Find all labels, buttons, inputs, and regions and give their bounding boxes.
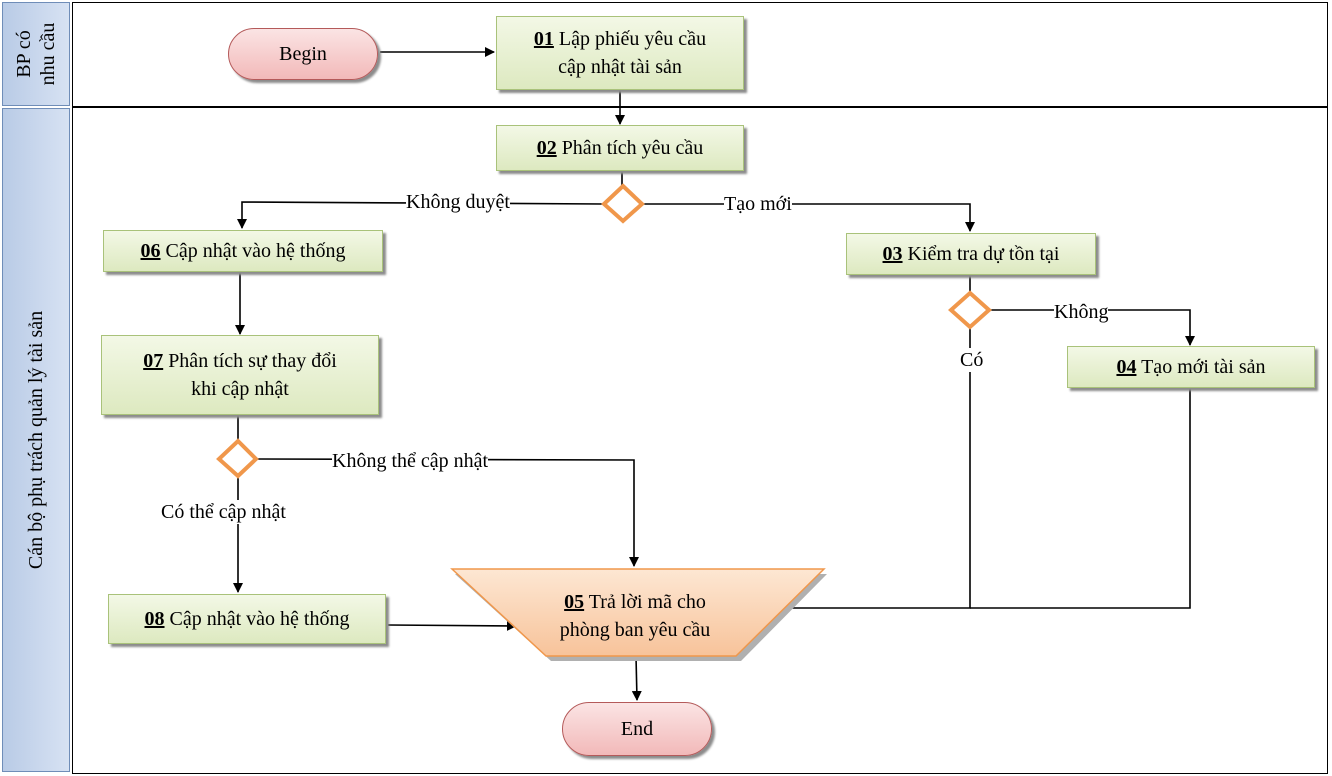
step-04-number: 04 <box>1116 356 1137 378</box>
lane-requesting-dept <box>72 2 1328 108</box>
end-label: End <box>620 717 654 740</box>
step-08-box: 08 Cập nhật vào hệ thống <box>108 594 386 644</box>
step-02-number: 02 <box>536 137 557 159</box>
step-05-text: 05 Trả lời mã cho phòng ban yêu cầu <box>520 588 750 644</box>
step-07-box: 07 Phân tích sự thay đổi khi cập nhật <box>101 335 379 415</box>
decision-diamond-1 <box>601 183 645 224</box>
edge-label-khong-the-cap-nhat: Không thể cập nhật <box>332 449 489 473</box>
edge-05-to-end <box>631 655 642 701</box>
lane-header-asset-manager: Cán bộ phụ trách quản lý tài sản <box>2 108 70 772</box>
step-01-box: 01 Lập phiếu yêu cầu cập nhật tài sản <box>496 16 744 90</box>
step-04-label: Tạo mới tài sản <box>1141 356 1266 378</box>
step-07-line2: khi cập nhật <box>191 378 289 400</box>
step-02-box: 02 Phân tích yêu cầu <box>496 125 744 171</box>
edge-label-khong: Không <box>1054 300 1109 324</box>
step-06-number: 06 <box>140 240 161 262</box>
begin-terminator: Begin <box>228 28 378 80</box>
step-05-number: 05 <box>564 591 585 613</box>
step-06-box: 06 Cập nhật vào hệ thống <box>103 230 383 272</box>
step-03-number: 03 <box>882 243 903 265</box>
edge-tao-moi <box>643 203 975 232</box>
step-01-line1: Lập phiếu yêu cầu <box>558 28 707 50</box>
step-05-shape-fill <box>450 568 826 657</box>
edge-label-tao-moi: Tạo mới <box>724 192 792 216</box>
lane-asset-manager <box>72 106 1328 774</box>
edge-08-to-05 <box>387 620 517 631</box>
step-01-line2: cập nhật tài sản <box>558 56 682 78</box>
begin-label: Begin <box>279 42 327 65</box>
step-08-number: 08 <box>144 608 165 630</box>
step-03-box: 03 Kiểm tra dự tồn tại <box>846 233 1096 275</box>
edge-label-co: Có <box>960 348 984 372</box>
step-07-number: 07 <box>143 350 164 372</box>
edge-co <box>777 328 971 613</box>
decision-diamond-2 <box>216 438 259 479</box>
step-03-label: Kiểm tra dự tồn tại <box>907 243 1060 265</box>
step-07-line1: Phân tích sự thay đổi <box>168 350 337 372</box>
edge-04-to-05 <box>970 388 1191 609</box>
edge-khong-the-cap-nhat <box>256 458 639 567</box>
edge-label-co-the-cap-nhat: Có thể cập nhật <box>161 500 286 524</box>
step-05-line1: Trả lời mã cho <box>588 591 706 613</box>
step-01-number: 01 <box>533 28 554 50</box>
step-02-label: Phân tích yêu cầu <box>561 137 704 159</box>
end-terminator: End <box>562 702 712 756</box>
step-06-label: Cập nhật vào hệ thống <box>165 240 346 262</box>
step-04-box: 04 Tạo mới tài sản <box>1067 346 1315 388</box>
edge-label-khong-duyet: Không duyệt <box>406 190 510 214</box>
step-08-label: Cập nhật vào hệ thống <box>169 608 350 630</box>
decision-diamond-3 <box>948 290 992 330</box>
step-05-line2: phòng ban yêu cầu <box>559 619 711 641</box>
